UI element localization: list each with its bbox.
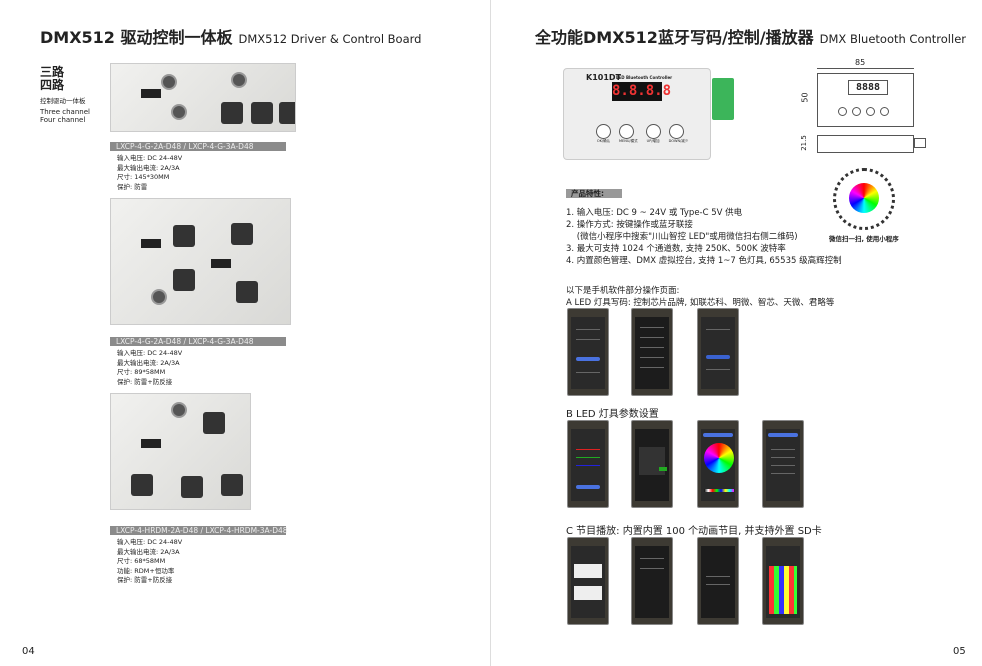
- channel-info: 三路 四路 控制驱动一体板 Three channel Four channel: [40, 65, 90, 125]
- board-photo-2: [110, 198, 291, 325]
- menu-button: MENU/模式: [619, 124, 638, 144]
- spec: 尺寸: 89*58MM: [117, 368, 166, 376]
- feature-item: 2. 操作方式: 按键操作或蓝牙联接: [566, 220, 693, 230]
- spec: 最大输出电流: 2A/3A: [117, 163, 180, 172]
- features-list: 1. 输入电压: DC 9 ~ 24V 或 Type-C 5V 供电 2. 操作方…: [566, 207, 842, 267]
- spec: 输入电压: DC 24-48V: [117, 538, 183, 546]
- spec: 尺寸: 68*58MM: [117, 557, 166, 565]
- button-label: DOWN/减少: [668, 139, 689, 143]
- app-screenshot: [762, 420, 804, 508]
- page-number-right: 05: [953, 646, 966, 657]
- app-screenshot: [567, 537, 609, 625]
- device-model: K101DT: [586, 73, 621, 82]
- spec: 尺寸: 145*30MM: [117, 173, 170, 181]
- qr-code[interactable]: [833, 168, 895, 230]
- page-number-left: 04: [22, 646, 35, 657]
- dim-depth: 21.5: [799, 135, 808, 151]
- app-screenshot: [631, 420, 673, 508]
- spec: 最大输出电流: 2A/3A: [117, 547, 180, 556]
- button-label: MENU/模式: [619, 139, 638, 143]
- title-cn: DMX512 驱动控制一体板: [40, 28, 233, 47]
- product-model-2: LXCP-4-G-2A-D48 / LXCP-4-G-3A-D48: [110, 337, 286, 346]
- section-c-heading: C 节目播放: 内置内置 100 个动画节目, 并支持外置 SD卡: [566, 526, 822, 537]
- spec: 最大输出电流: 2A/3A: [117, 358, 180, 367]
- button-label: OK/确认: [596, 139, 611, 143]
- terminal-block: [712, 78, 734, 120]
- four-channel-cn: 四路: [40, 78, 65, 92]
- device-label: LED Bluetooth Controller: [616, 75, 673, 80]
- dim-display: 8888: [848, 80, 888, 95]
- qr-caption: 微信扫一扫, 使用小程序: [829, 235, 899, 243]
- feature-item: (微信小程序中搜索"川山智控 LED"或用微信扫右侧二维码): [566, 232, 798, 242]
- device-buttons: OK/确认 MENU/模式 UP/增加 DOWN/减少: [596, 124, 688, 144]
- controller-photo: K101DT LED Bluetooth Controller 8.8.8.8 …: [563, 68, 711, 160]
- four-channel-en: Four channel: [40, 116, 86, 124]
- board-photo-3: [110, 393, 251, 510]
- app-screenshot: [697, 420, 739, 508]
- spec: 保护: 防雷: [117, 182, 148, 191]
- board-photo-1: [110, 63, 296, 132]
- section-a-heading: A LED 灯具写码: 控制芯片品牌, 如联芯科、明微、智芯、天微、君略等: [566, 298, 835, 308]
- ok-button: OK/确认: [596, 124, 611, 144]
- right-page-title: 全功能DMX512蓝牙写码/控制/播放器 DMX Bluetooth Contro…: [535, 24, 966, 48]
- feature-item: 4. 内置颜色管理、DMX 虚拟控台, 支持 1~7 色灯具, 65535 级高…: [566, 256, 842, 266]
- features-heading: 产品特性:: [566, 189, 622, 198]
- title-cn: 全功能DMX512蓝牙写码/控制/播放器: [535, 28, 814, 47]
- spec: 保护: 防雷+防反接: [117, 576, 173, 584]
- dim-height: 50: [800, 92, 810, 103]
- feature-item: 3. 最大可支持 1024 个通道数, 支持 250K、500K 波特率: [566, 244, 786, 254]
- app-screenshot: [631, 537, 673, 625]
- spec: 输入电压: DC 24-48V: [117, 154, 183, 162]
- board-desc: 控制驱动一体板: [40, 97, 86, 105]
- app-screenshot: [697, 308, 739, 396]
- button-label: UP/增加: [646, 139, 660, 143]
- feature-item: 1. 输入电压: DC 9 ~ 24V 或 Type-C 5V 供电: [566, 208, 743, 218]
- up-button: UP/增加: [645, 124, 661, 144]
- three-channel-cn: 三路: [40, 65, 65, 79]
- title-en: DMX512 Driver & Control Board: [238, 32, 422, 46]
- left-page-title: DMX512 驱动控制一体板 DMX512 Driver & Control Bo…: [40, 24, 421, 48]
- app-screenshot: [697, 537, 739, 625]
- app-screenshot: [631, 308, 673, 396]
- app-screenshot: [567, 308, 609, 396]
- down-button: DOWN/减少: [668, 124, 689, 144]
- product-model-3: LXCP-4-HRDM-2A-D48 / LXCP-4-HRDM-3A-D48: [110, 526, 288, 535]
- three-channel-en: Three channel: [40, 108, 90, 116]
- device-display: 8.8.8.8: [612, 82, 672, 101]
- app-intro: 以下是手机软件部分操作页面:: [566, 286, 680, 296]
- title-en: DMX Bluetooth Controller: [819, 32, 967, 46]
- app-screenshot: [567, 420, 609, 508]
- app-screenshot: [762, 537, 804, 625]
- spec: 保护: 防雷+防反接: [117, 377, 173, 386]
- spec: 功能: RDM+恒功率: [117, 566, 175, 575]
- product-model-1: LXCP-4-G-2A-D48 / LXCP-4-G-3A-D48: [110, 142, 286, 151]
- dim-width: 85: [855, 58, 866, 67]
- spec: 输入电压: DC 24-48V: [117, 349, 183, 357]
- section-b-heading: B LED 灯具参数设置: [566, 409, 659, 420]
- dimension-drawing: 85 8888 50 21.5: [800, 55, 940, 155]
- page-divider: [490, 0, 491, 666]
